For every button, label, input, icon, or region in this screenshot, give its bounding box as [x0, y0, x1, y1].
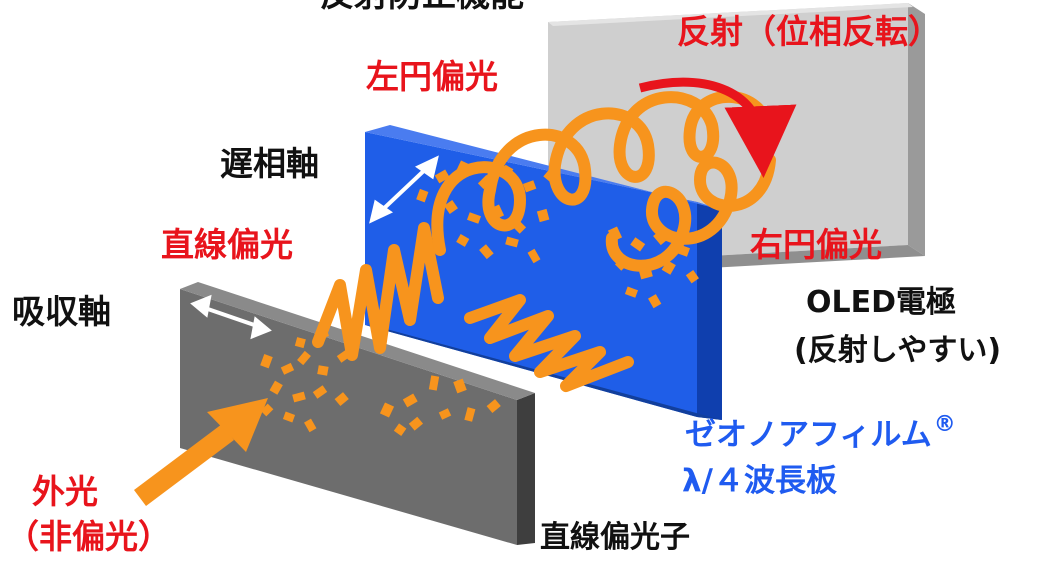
left-circular-label: 左円偏光: [366, 57, 498, 96]
oled-label-line2: (反射しやすい): [794, 333, 1002, 368]
reflection-arrow: [638, 77, 797, 178]
zeonor-label-line1: ゼオノアフィルム®: [685, 414, 956, 453]
light-fragments: [260, 160, 699, 436]
external-light-label-line2: （非偏光）: [6, 517, 171, 556]
linear-polarized-label: 直線偏光: [161, 225, 293, 264]
polarizer-label: 直線偏光子: [540, 520, 690, 555]
return-linear-wave: [464, 294, 634, 392]
incoming-light-arrow: [134, 398, 268, 506]
absorption-axis-arrow: [190, 294, 272, 340]
slow-axis-label: 遅相軸: [220, 144, 319, 183]
right-circular-label: 右円偏光: [750, 225, 882, 264]
title-partial: 反射防止機能: [320, 0, 524, 12]
oled-label-line1: OLED電極: [806, 285, 957, 320]
external-light-label-line1: 外光: [32, 472, 98, 511]
slow-axis-arrow: [369, 155, 439, 224]
left-circular-helix: [431, 90, 776, 256]
reflection-label: 反射（位相反転）: [677, 12, 941, 51]
linear-polarized-wave: [312, 222, 444, 361]
zeonor-label-line2: λ/４波長板: [682, 463, 837, 499]
right-circular-helix: [605, 154, 776, 272]
absorption-axis-label: 吸収軸: [12, 292, 111, 331]
registered-mark: ®: [933, 412, 956, 437]
zeonor-name: ゼオノアフィルム: [685, 417, 932, 453]
